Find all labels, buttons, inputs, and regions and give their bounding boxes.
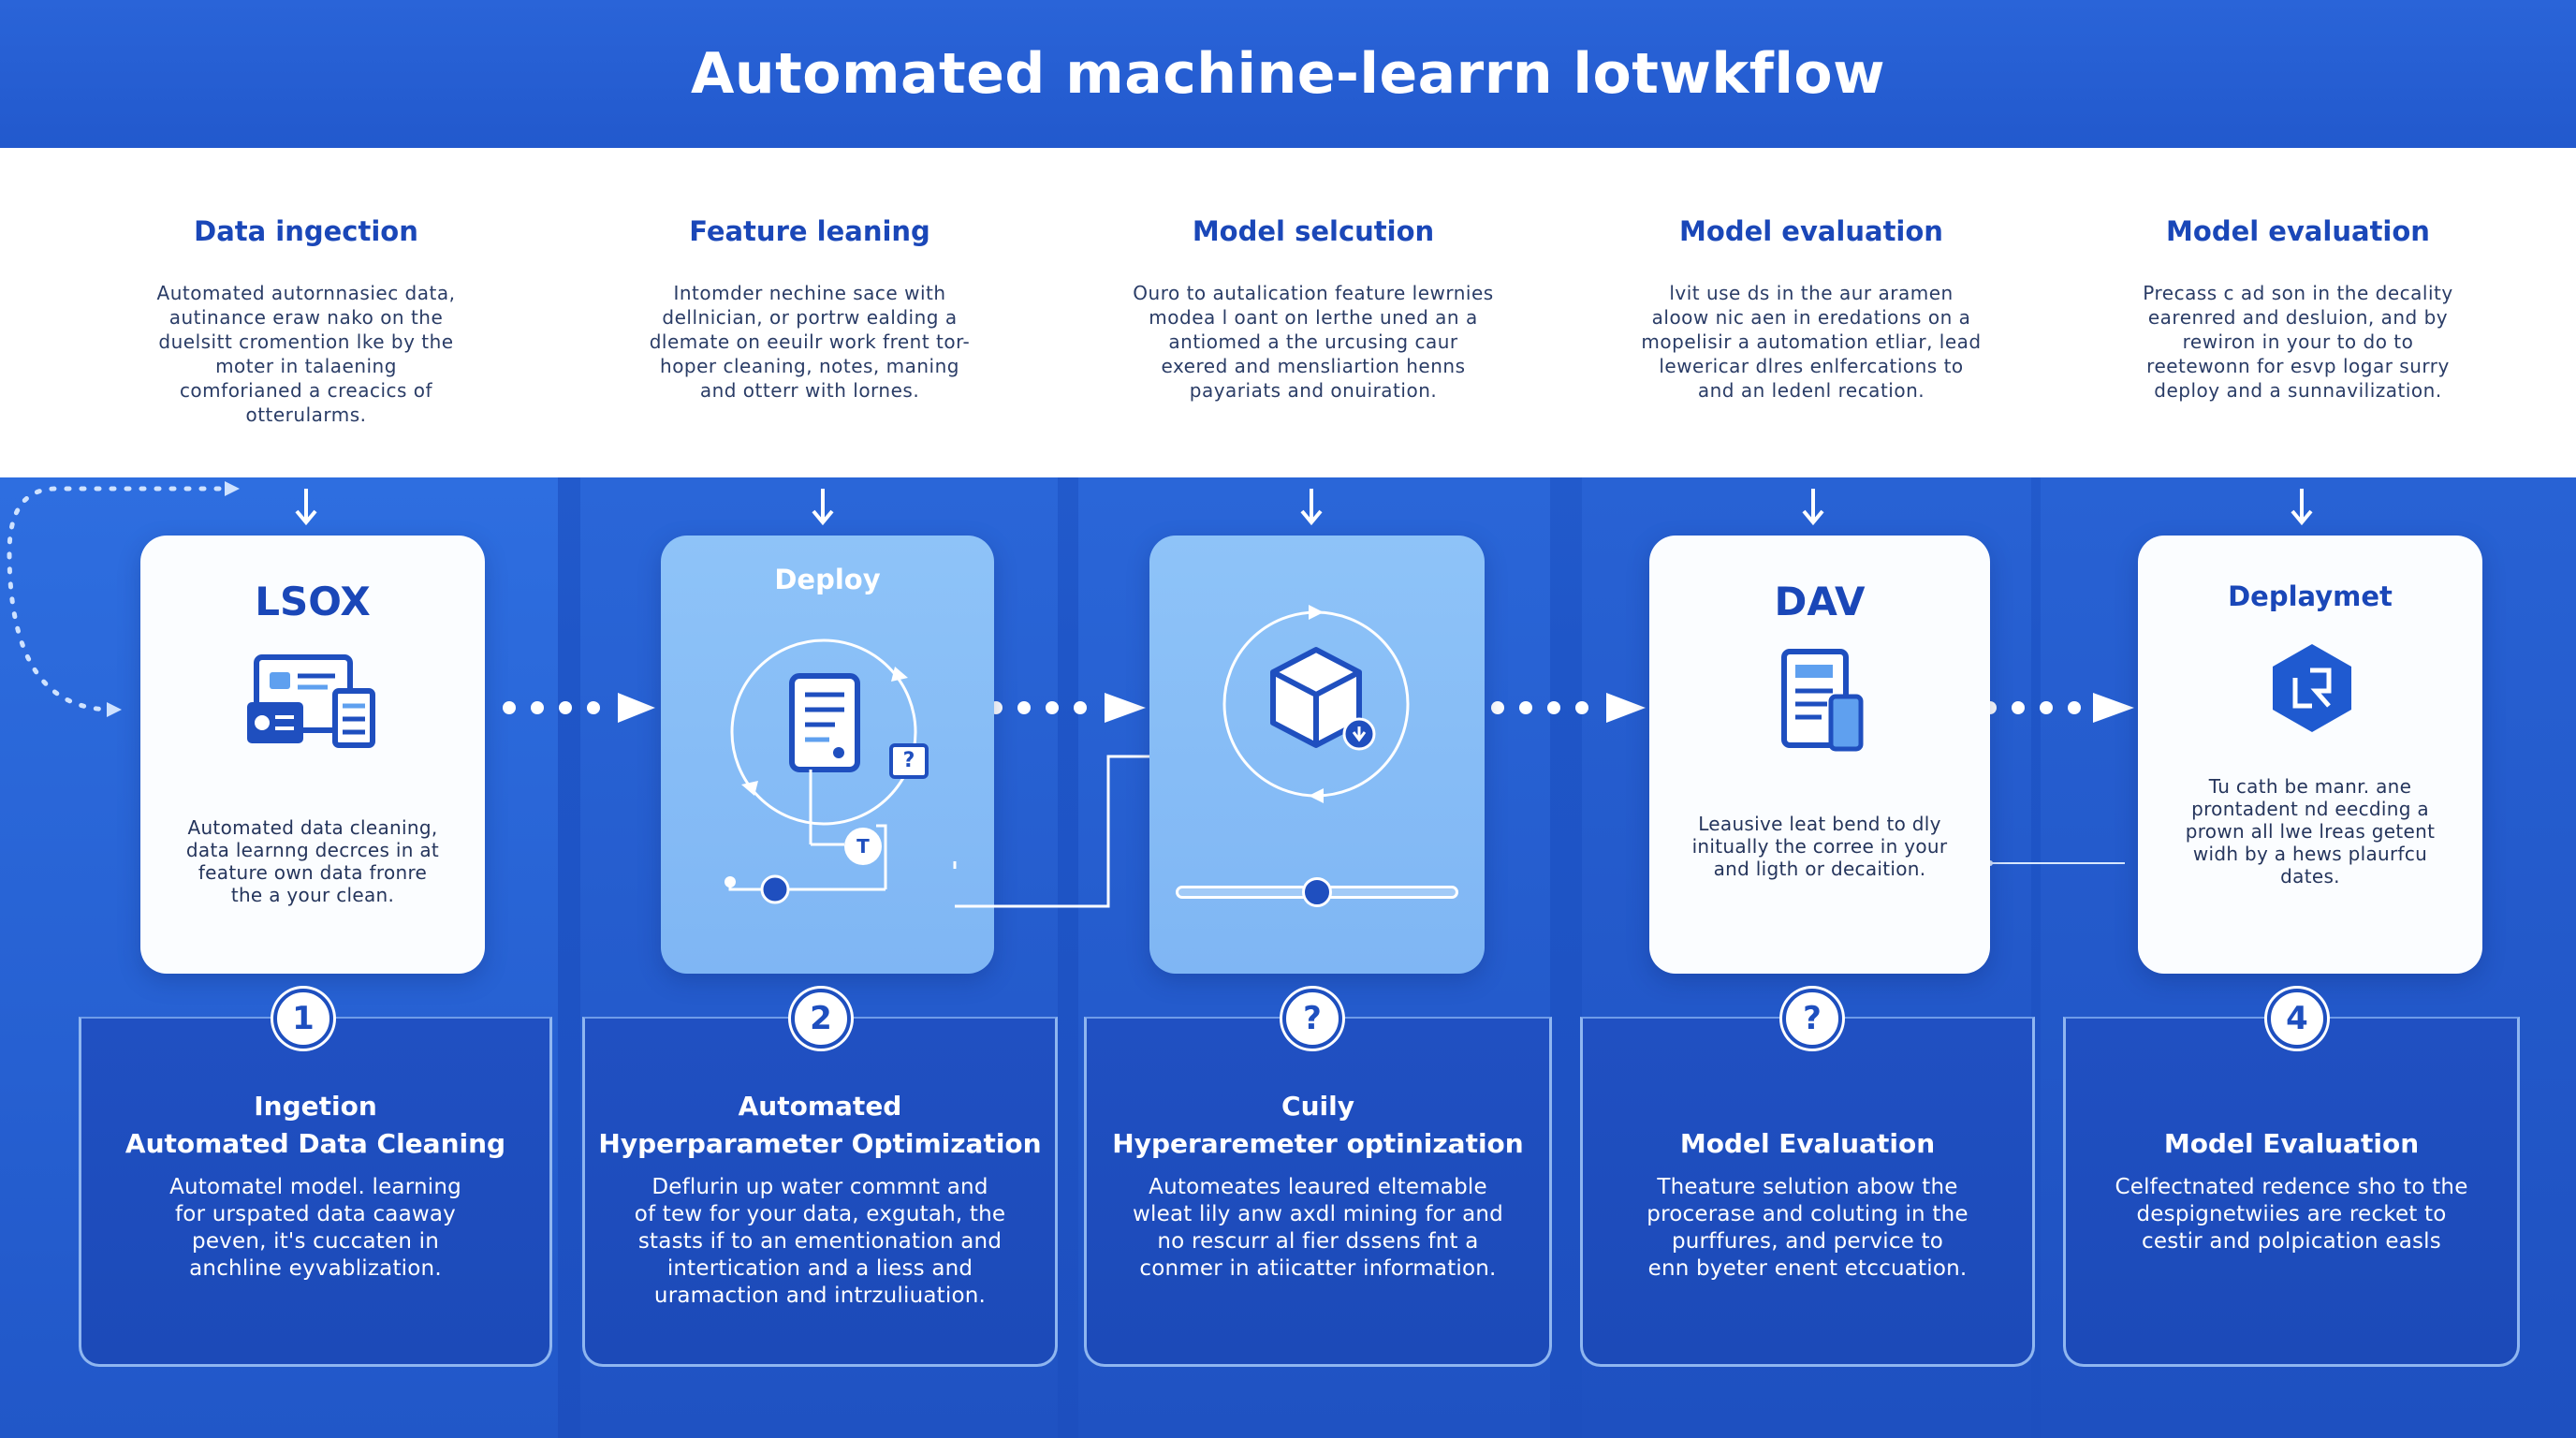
intro-column-1: Data ingection Automated autornnasiec da… xyxy=(86,215,526,427)
intro-text: Automated autornnasiec data,autinance er… xyxy=(156,282,456,426)
thin-connector xyxy=(1987,860,2125,866)
intro-heading: Model evaluation xyxy=(1679,215,1943,247)
document-phone-icon xyxy=(1781,649,1864,752)
card-heading: Deploy xyxy=(774,564,881,595)
step-badge-1: 1 xyxy=(273,989,333,1049)
down-arrow-icon xyxy=(1802,489,1824,526)
cube-cycle-icon xyxy=(1222,605,1410,803)
stage-card-1: LSOX Automated data cleaning,data learnn… xyxy=(140,536,485,974)
intro-column-3: Model selcution Ouro to autalication fea… xyxy=(1093,215,1533,403)
down-arrow-icon xyxy=(2291,489,2313,526)
step-badge-3: ? xyxy=(1282,989,1342,1049)
intro-heading: Model selcution xyxy=(1192,215,1435,247)
down-arrow-icon xyxy=(1300,489,1323,526)
dashboard-icon xyxy=(247,654,375,748)
card-heading: LSOX xyxy=(255,579,371,624)
card-description: Automated data cleaning,data learnng dec… xyxy=(185,816,440,906)
flow-connector-2 xyxy=(989,693,1146,723)
page-title: Automated machine-learrn lotwkflow xyxy=(690,41,1886,107)
card-heading: DAV xyxy=(1774,579,1866,624)
down-arrow-icon xyxy=(812,489,834,526)
stage-panel-5: Model Evaluation Celfectnated redence sh… xyxy=(2063,1017,2520,1367)
slider-track[interactable] xyxy=(1176,877,1458,907)
title-bar: Automated machine-learrn lotwkflow xyxy=(0,0,2576,148)
intro-heading: Data ingection xyxy=(194,215,418,247)
stage-panel-4: Model Evaluation Theature selution abow … xyxy=(1580,1017,2035,1367)
hexagon-logo-icon xyxy=(2273,644,2351,732)
document-cycle-icon xyxy=(724,638,917,904)
intro-heading: Model evaluation xyxy=(2166,215,2430,247)
step-badge-5: 4 xyxy=(2267,989,2327,1049)
loop-back-connector xyxy=(7,481,240,717)
step-badge-2: 2 xyxy=(791,989,851,1049)
intro-column-2: Feature leaning Intomder nechine sace wi… xyxy=(590,215,1030,403)
branch-connector xyxy=(953,755,1151,908)
intro-column-5: Model evaluation Precass c ad son in the… xyxy=(2078,215,2518,403)
flow-connector-1 xyxy=(503,693,655,723)
stage-card-2: Deploy ? T xyxy=(661,536,994,974)
panel-title: Model Evaluation xyxy=(1679,1128,1936,1159)
parameter-badge: T xyxy=(844,828,882,865)
slider-thumb[interactable] xyxy=(1302,877,1332,907)
stage-card-3 xyxy=(1149,536,1485,974)
intro-heading: Feature leaning xyxy=(689,215,930,247)
panel-title: Model Evaluation xyxy=(2163,1128,2420,1159)
card-heading: Deplaymet xyxy=(2228,580,2393,612)
step-badge-4: ? xyxy=(1782,989,1842,1049)
help-badge: ? xyxy=(889,743,929,779)
intro-column-4: Model evaluation lvit use ds in the aur … xyxy=(1591,215,2031,403)
down-arrow-icon xyxy=(295,489,317,526)
intro-band: Data ingection Automated autornnasiec da… xyxy=(0,148,2576,477)
